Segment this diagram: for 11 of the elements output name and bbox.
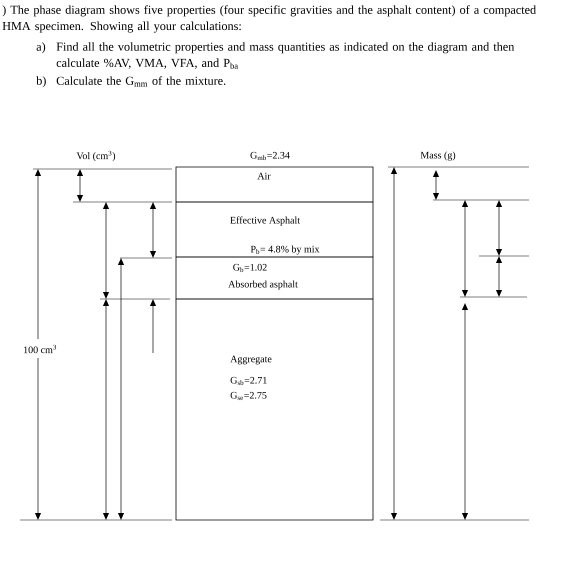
phase-box: Effective Asphalt P$_{b}$= 4.8% by mix <box>176 202 374 258</box>
phase-box: Air <box>176 166 374 202</box>
phase-box: Aggregate G$_{sb}$=2.71 G$_{se}$=2.75 <box>176 298 374 520</box>
dimension-label: 100 cm$^{3}$ <box>24 344 56 354</box>
axis-label: Vol (cm$^{3}$) <box>76 150 116 162</box>
problem-text: Calculate the G$_{mm}$ of the mixture. <box>56 76 226 87</box>
phase-box: G$_{b}$=1.02 Absorbed asphalt <box>176 256 374 300</box>
axis-label: Mass (g) <box>420 151 456 161</box>
item-marker: a) <box>36 42 46 54</box>
item-marker: b) <box>36 76 46 88</box>
problem-text: ) The phase diagram shows five properties (four specific gravities and the asphalt content) of a compacted HMA specimen. Showing all your calculations: <box>2 5 536 33</box>
